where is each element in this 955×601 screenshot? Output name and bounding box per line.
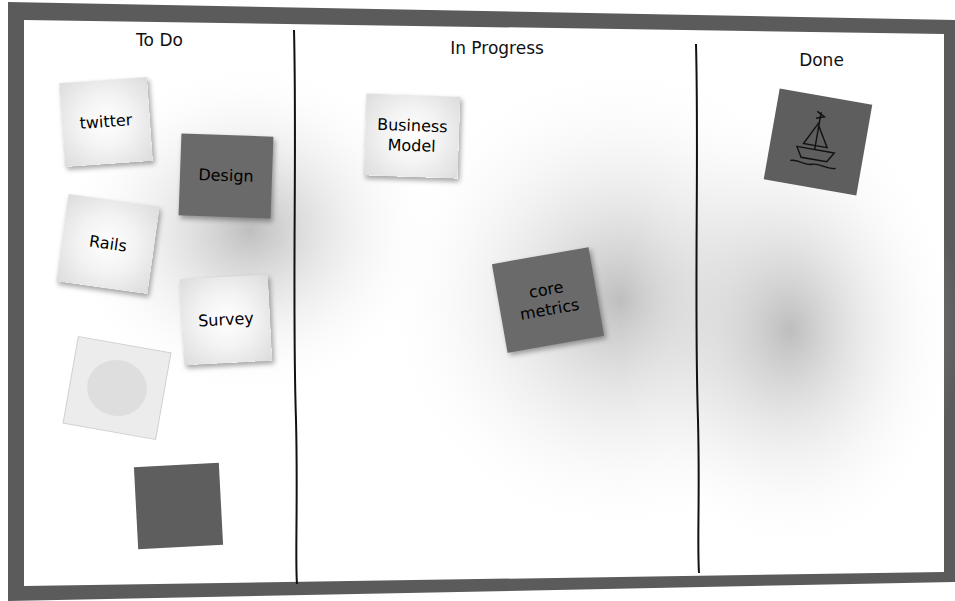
note-text: Survey (198, 309, 255, 332)
blank-note-paper (63, 337, 171, 440)
note-text: core metrics (505, 273, 591, 326)
done-note (764, 89, 873, 196)
ship-sail (815, 126, 830, 148)
column-heading: Done (699, 50, 944, 70)
sticky-note: core metrics (492, 247, 604, 353)
blank-note-paper (134, 463, 223, 549)
column-divider (696, 44, 699, 573)
sticky-note: Business Model (364, 93, 461, 178)
board-column: Done (699, 20, 944, 585)
note-text: twitter (79, 110, 133, 134)
column-divider (294, 30, 297, 584)
note-shade (83, 355, 152, 421)
sticky-note: Survey (180, 275, 272, 365)
column-heading: In Progress (297, 38, 697, 58)
blank-note (63, 337, 171, 440)
ship-flag (816, 111, 825, 119)
board-column: To Do twitterDesignRailsSurvey (24, 20, 295, 585)
done-note-paper (764, 89, 873, 196)
board-column: In ProgressBusiness Model core metrics (297, 20, 697, 585)
column-heading: To Do (24, 30, 295, 50)
ship-sail (804, 120, 820, 146)
sticky-note: twitter (59, 77, 153, 167)
ship-hull (795, 146, 834, 162)
blank-dark-note (134, 463, 223, 549)
ship-sketch (790, 108, 845, 169)
sticky-note: Rails (56, 194, 159, 294)
ship-wave (790, 160, 836, 170)
note-text: Rails (88, 231, 128, 256)
sticky-note: Design (179, 133, 274, 218)
note-text: Design (198, 165, 254, 187)
note-text: Business Model (373, 115, 450, 158)
